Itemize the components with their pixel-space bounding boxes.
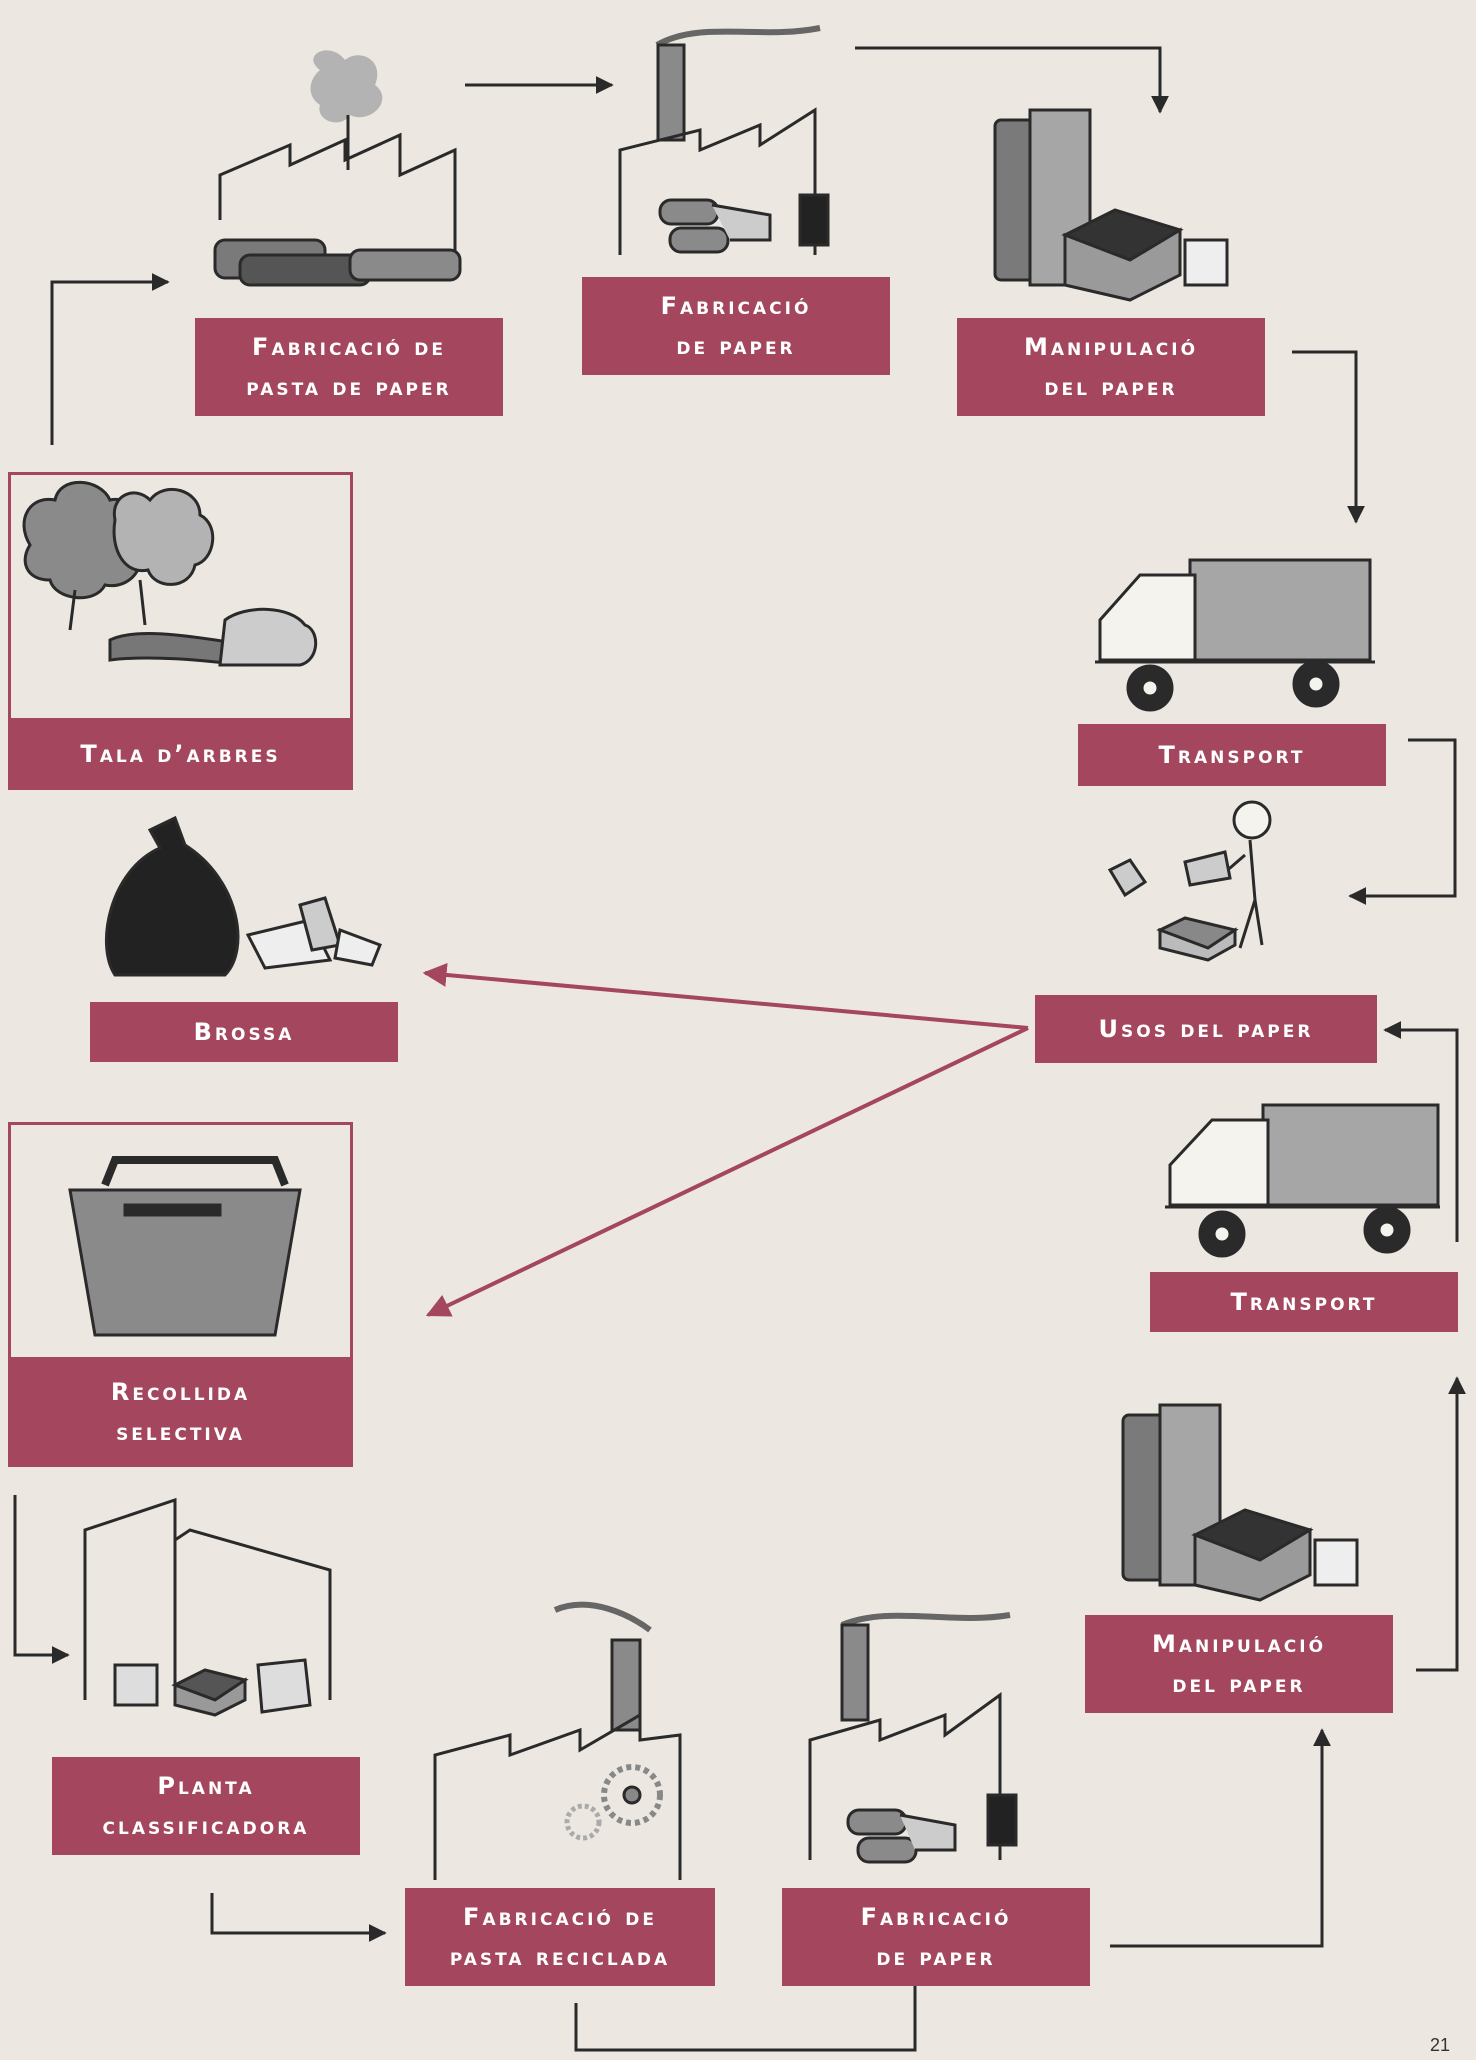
arrow-transport-to-uses-bottom (1383, 1021, 1459, 1242)
step-felling-label: Tala d’arbres (8, 718, 353, 790)
step-recycled-pulp-line2: pasta reciclada (449, 1943, 671, 1971)
step-selective-line2: selectiva (116, 1418, 245, 1446)
recycling-container-icon (68, 1156, 302, 1337)
step-recycled-pulp-label: Fabricació de pasta reciclada (405, 1888, 715, 1986)
paper-products-icon (993, 108, 1229, 302)
step-paper-bottom-line2: de paper (876, 1943, 996, 1971)
arrow-selective-to-sorting (13, 1495, 70, 1664)
flow-arrows (13, 46, 1466, 2052)
step-handling-top-line1: Manipulació (1023, 333, 1199, 361)
step-transport-top-label: Transport (1078, 724, 1386, 786)
step-handling-top-line2: del paper (1044, 373, 1178, 401)
arrow-sorting-to-recycled (210, 1893, 387, 1942)
step-selective-label: Recollida selectiva (8, 1357, 353, 1467)
paper-factory-icon (618, 25, 830, 255)
truck-icon (1165, 1103, 1440, 1258)
step-selective-line1: Recollida (110, 1378, 251, 1406)
step-paper-top-label: Fabricació de paper (582, 277, 890, 375)
step-transport-top-line1: Transport (1158, 741, 1306, 769)
pink-arrows (422, 963, 1029, 1317)
step-handling-bottom-label: Manipulació del paper (1085, 1615, 1393, 1713)
arrow-handling-to-transport-bottom (1416, 1376, 1466, 1672)
recycling-factory-icon (433, 1601, 682, 1880)
step-sorting-line2: classificadora (102, 1812, 310, 1840)
arrow-paper-to-handling (855, 46, 1169, 114)
step-handling-bottom-line2: del paper (1172, 1670, 1306, 1698)
trees-icon (22, 480, 318, 667)
arrow-paper-to-handling-bottom (1110, 1728, 1331, 1948)
step-sorting-label: Planta classificadora (52, 1757, 360, 1855)
sorting-plant-icon (83, 1497, 332, 1717)
arrow-handling-to-transport (1292, 350, 1365, 524)
arrow-uses-to-selective (425, 1026, 1029, 1317)
step-paper-top-line1: Fabricació (660, 292, 812, 320)
step-sorting-line1: Planta (157, 1772, 255, 1800)
step-pulp-label: Fabricació de pasta de paper (195, 318, 503, 416)
paper-factory-icon (808, 1612, 1018, 1864)
truck-icon (1095, 558, 1375, 712)
pulp-factory-icon (213, 50, 462, 287)
page-number: 21 (1429, 2035, 1450, 2055)
step-pulp-line2: pasta de paper (246, 373, 452, 401)
step-transport-bottom-line1: Transport (1230, 1288, 1378, 1316)
step-uses-label: Usos del paper (1035, 995, 1377, 1063)
step-trash-line1: Brossa (193, 1018, 295, 1046)
paper-products-icon (1121, 1403, 1359, 1602)
step-recycled-pulp-line1: Fabricació de (463, 1903, 657, 1931)
step-uses-line1: Usos del paper (1098, 1015, 1314, 1043)
arrow-felling-to-pulp (50, 273, 170, 445)
step-felling-line1: Tala d’arbres (80, 740, 281, 768)
step-paper-top-line2: de paper (676, 332, 796, 360)
step-trash-label: Brossa (90, 1002, 398, 1062)
trash-bag-icon (104, 815, 382, 977)
arrow-uses-to-trash (422, 963, 1029, 1030)
step-handling-bottom-line1: Manipulació (1151, 1630, 1327, 1658)
step-paper-bottom-label: Fabricació de paper (782, 1888, 1090, 1986)
step-handling-top-label: Manipulació del paper (957, 318, 1265, 416)
person-using-paper-icon (1107, 800, 1272, 962)
arrow-transport-to-uses (1348, 738, 1457, 905)
step-paper-bottom-line1: Fabricació (860, 1903, 1012, 1931)
step-pulp-line1: Fabricació de (252, 333, 446, 361)
step-transport-bottom-label: Transport (1150, 1272, 1458, 1332)
